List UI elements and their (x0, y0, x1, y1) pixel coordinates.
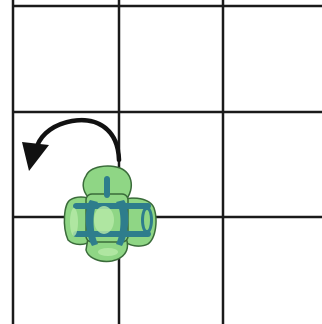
grid-cell-r1-c3[interactable] (223, 6, 322, 112)
grid-cell-r2-c3[interactable] (223, 112, 322, 217)
grid-cell-r1-c1[interactable] (13, 6, 119, 112)
grid-cell-r3-c3[interactable] (223, 217, 322, 324)
grid-cell-r1-c2[interactable] (119, 6, 223, 112)
grid-cells (13, 6, 322, 324)
